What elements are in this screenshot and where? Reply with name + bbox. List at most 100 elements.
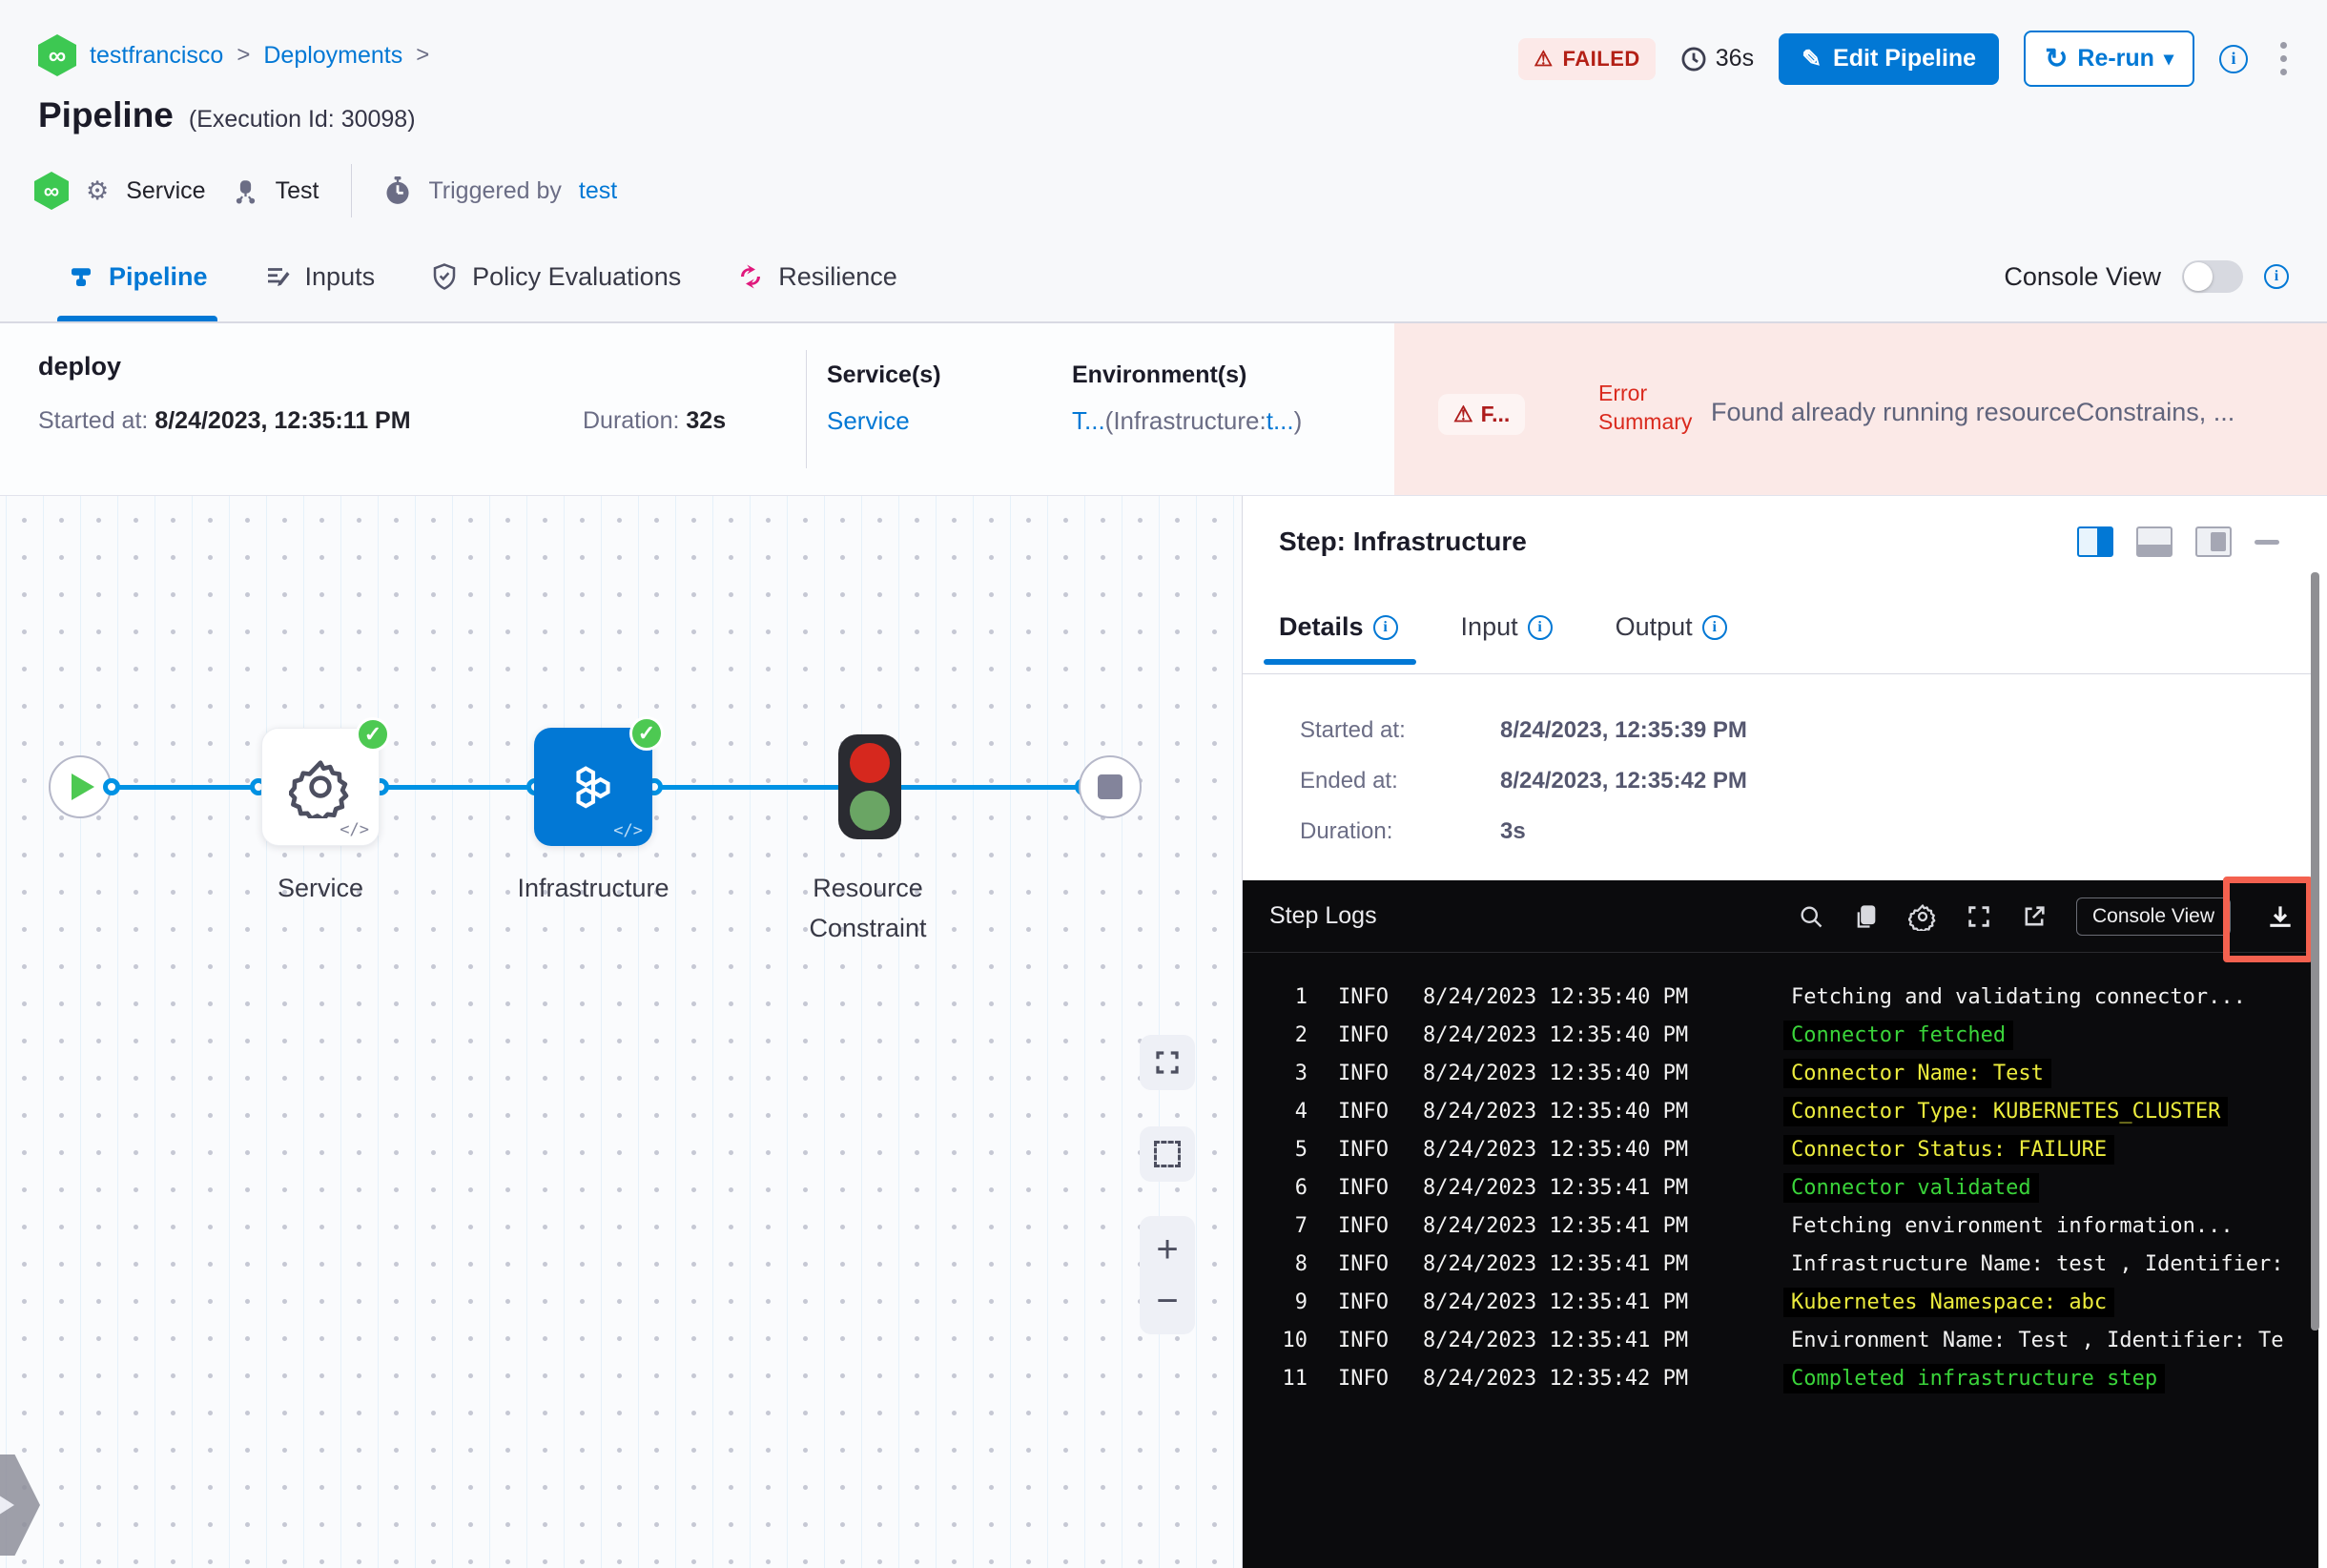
output-info-icon[interactable]: i: [1701, 614, 1727, 640]
detail-row-ended: Ended at:8/24/2023, 12:35:42 PM: [1300, 768, 1747, 794]
shield-check-icon: [433, 263, 456, 290]
graph-node-service[interactable]: ✓ </>: [261, 717, 390, 846]
log-lines[interactable]: 1 INFO 8/24/2023 12:35:40 PM Fetching an…: [1243, 953, 2318, 1397]
rerun-button[interactable]: ↻ Re-run ▾: [2024, 31, 2194, 87]
log-message: Kubernetes Namespace: abc: [1782, 1287, 2115, 1317]
clock-icon: [1681, 47, 1706, 71]
node-label-service: Service: [277, 874, 364, 902]
service-name[interactable]: Service: [126, 176, 206, 204]
gear-icon: [1907, 903, 1936, 931]
log-message: Fetching environment information...: [1790, 1213, 2234, 1238]
infrastructure-link[interactable]: t...: [1266, 406, 1294, 435]
canvas-select-button[interactable]: [1140, 1126, 1195, 1182]
log-console-view-button[interactable]: Console View: [2075, 897, 2231, 936]
pipeline-icon: [72, 268, 91, 286]
zoom-out-button[interactable]: −: [1156, 1279, 1179, 1322]
graph-end-node[interactable]: [1079, 755, 1142, 818]
console-view-toggle[interactable]: [2182, 260, 2243, 293]
tab-resilience[interactable]: Resilience: [736, 232, 897, 321]
copy-icon: [1857, 904, 1876, 928]
log-message: Connector Name: Test: [1782, 1058, 2051, 1088]
log-line-number: 6: [1294, 1175, 1308, 1200]
log-message: Connector validated: [1782, 1172, 2039, 1203]
log-row: 8 INFO 8/24/2023 12:35:41 PM Infrastruct…: [1243, 1245, 2318, 1283]
step-detail-rows: Started at:8/24/2023, 12:35:39 PM Ended …: [1300, 717, 1747, 845]
stage-name[interactable]: deploy: [38, 352, 122, 381]
error-summary-message: Found already running resourceConstrains…: [1711, 398, 2235, 426]
step-logs-header: Step Logs: [1243, 877, 2318, 962]
graph-node-infrastructure[interactable]: ✓ </>: [534, 716, 664, 846]
log-row: 5 INFO 8/24/2023 12:35:40 PM Connector S…: [1243, 1130, 2318, 1168]
environment-link[interactable]: T...: [1072, 406, 1105, 435]
layout-bottom-panel-button[interactable]: [2136, 526, 2173, 557]
log-settings-button[interactable]: [1907, 902, 1937, 931]
log-message: Fetching and validating connector...: [1790, 984, 2246, 1009]
layout-floating-panel-button[interactable]: [2195, 526, 2232, 557]
input-info-icon[interactable]: i: [1527, 614, 1553, 640]
log-level: INFO: [1338, 984, 1389, 1009]
tab-policy-evaluations[interactable]: Policy Evaluations: [430, 232, 681, 321]
environments-column: Environment(s) T...(Infrastructure:t...): [1072, 361, 1303, 435]
log-timestamp: 8/24/2023 12:35:40 PM: [1422, 1099, 1689, 1124]
panel-scrollbar-track: [2319, 496, 2327, 1568]
log-level: INFO: [1338, 1366, 1389, 1391]
layout-right-panel-button[interactable]: [2077, 526, 2113, 557]
panel-scrollbar-thumb[interactable]: [2311, 572, 2319, 1331]
log-message: Connector fetched: [1782, 1020, 2014, 1050]
header-actions: ⚠ FAILED 36s ✎ Edit Pipeline ↻ Re-run ▾ …: [1518, 31, 2295, 87]
log-copy-button[interactable]: [1853, 903, 1880, 930]
more-options-menu[interactable]: [2273, 38, 2295, 79]
rerun-info-icon[interactable]: i: [2219, 44, 2248, 73]
breadcrumb-project-link[interactable]: testfrancisco: [90, 41, 224, 69]
previous-stage-nav-button[interactable]: [0, 1455, 40, 1556]
log-row: 10 INFO 8/24/2023 12:35:41 PM Environmen…: [1243, 1321, 2318, 1359]
log-line-number: 7: [1294, 1213, 1308, 1238]
log-line-number: 1: [1294, 984, 1308, 1009]
canvas-fullscreen-button[interactable]: [1140, 1035, 1195, 1090]
step-logs-title: Step Logs: [1269, 902, 1377, 929]
log-download-button[interactable]: [2265, 901, 2296, 932]
fullscreen-icon: [1968, 905, 1989, 927]
minimize-panel-button[interactable]: [2255, 539, 2279, 545]
harness-project-icon: ∞: [38, 34, 76, 76]
edit-pipeline-button[interactable]: ✎ Edit Pipeline: [1779, 32, 2000, 85]
graph-node-resource-constraint[interactable]: [838, 734, 901, 839]
log-timestamp: 8/24/2023 12:35:42 PM: [1422, 1366, 1689, 1391]
refresh-icon: ↻: [2045, 44, 2069, 74]
pipeline-graph-canvas[interactable]: ✓ </> Service ✓ </> Infrastructure Resou…: [0, 496, 1242, 1568]
log-open-external-button[interactable]: [2021, 903, 2048, 930]
zoom-in-button[interactable]: +: [1156, 1228, 1179, 1271]
tab-inputs[interactable]: Inputs: [263, 232, 375, 321]
node-label-infrastructure: Infrastructure: [517, 874, 669, 902]
service-link[interactable]: Service: [827, 406, 910, 435]
log-row: 9 INFO 8/24/2023 12:35:41 PM Kubernetes …: [1243, 1283, 2318, 1321]
log-timestamp: 8/24/2023 12:35:40 PM: [1422, 984, 1689, 1009]
page-title: Pipeline: [38, 95, 174, 134]
log-row: 3 INFO 8/24/2023 12:35:40 PM Connector N…: [1243, 1054, 2318, 1092]
log-line-number: 9: [1294, 1289, 1308, 1314]
detail-row-duration: Duration:3s: [1300, 818, 1526, 844]
resilience-icon: [741, 264, 761, 289]
triggered-by-label: Triggered by: [428, 176, 562, 204]
graph-edge: [91, 785, 844, 790]
stage-duration: Duration: 32s: [583, 407, 727, 434]
log-level: INFO: [1338, 1251, 1389, 1276]
stopwatch-icon: [384, 176, 411, 205]
graph-start-node[interactable]: [49, 755, 112, 818]
console-view-info-icon[interactable]: i: [2264, 264, 2289, 289]
tab-pipeline[interactable]: Pipeline: [57, 232, 217, 321]
details-info-icon[interactable]: i: [1372, 614, 1398, 640]
triggered-by-user-link[interactable]: test: [578, 176, 618, 204]
log-row: 2 INFO 8/24/2023 12:35:40 PM Connector f…: [1243, 1016, 2318, 1054]
log-search-button[interactable]: [1798, 903, 1824, 930]
environment-name[interactable]: Test: [275, 176, 319, 204]
chevron-right-icon: >: [416, 42, 430, 68]
breadcrumb-deployments-link[interactable]: Deployments: [263, 41, 403, 69]
log-fullscreen-button[interactable]: [1966, 903, 1992, 930]
